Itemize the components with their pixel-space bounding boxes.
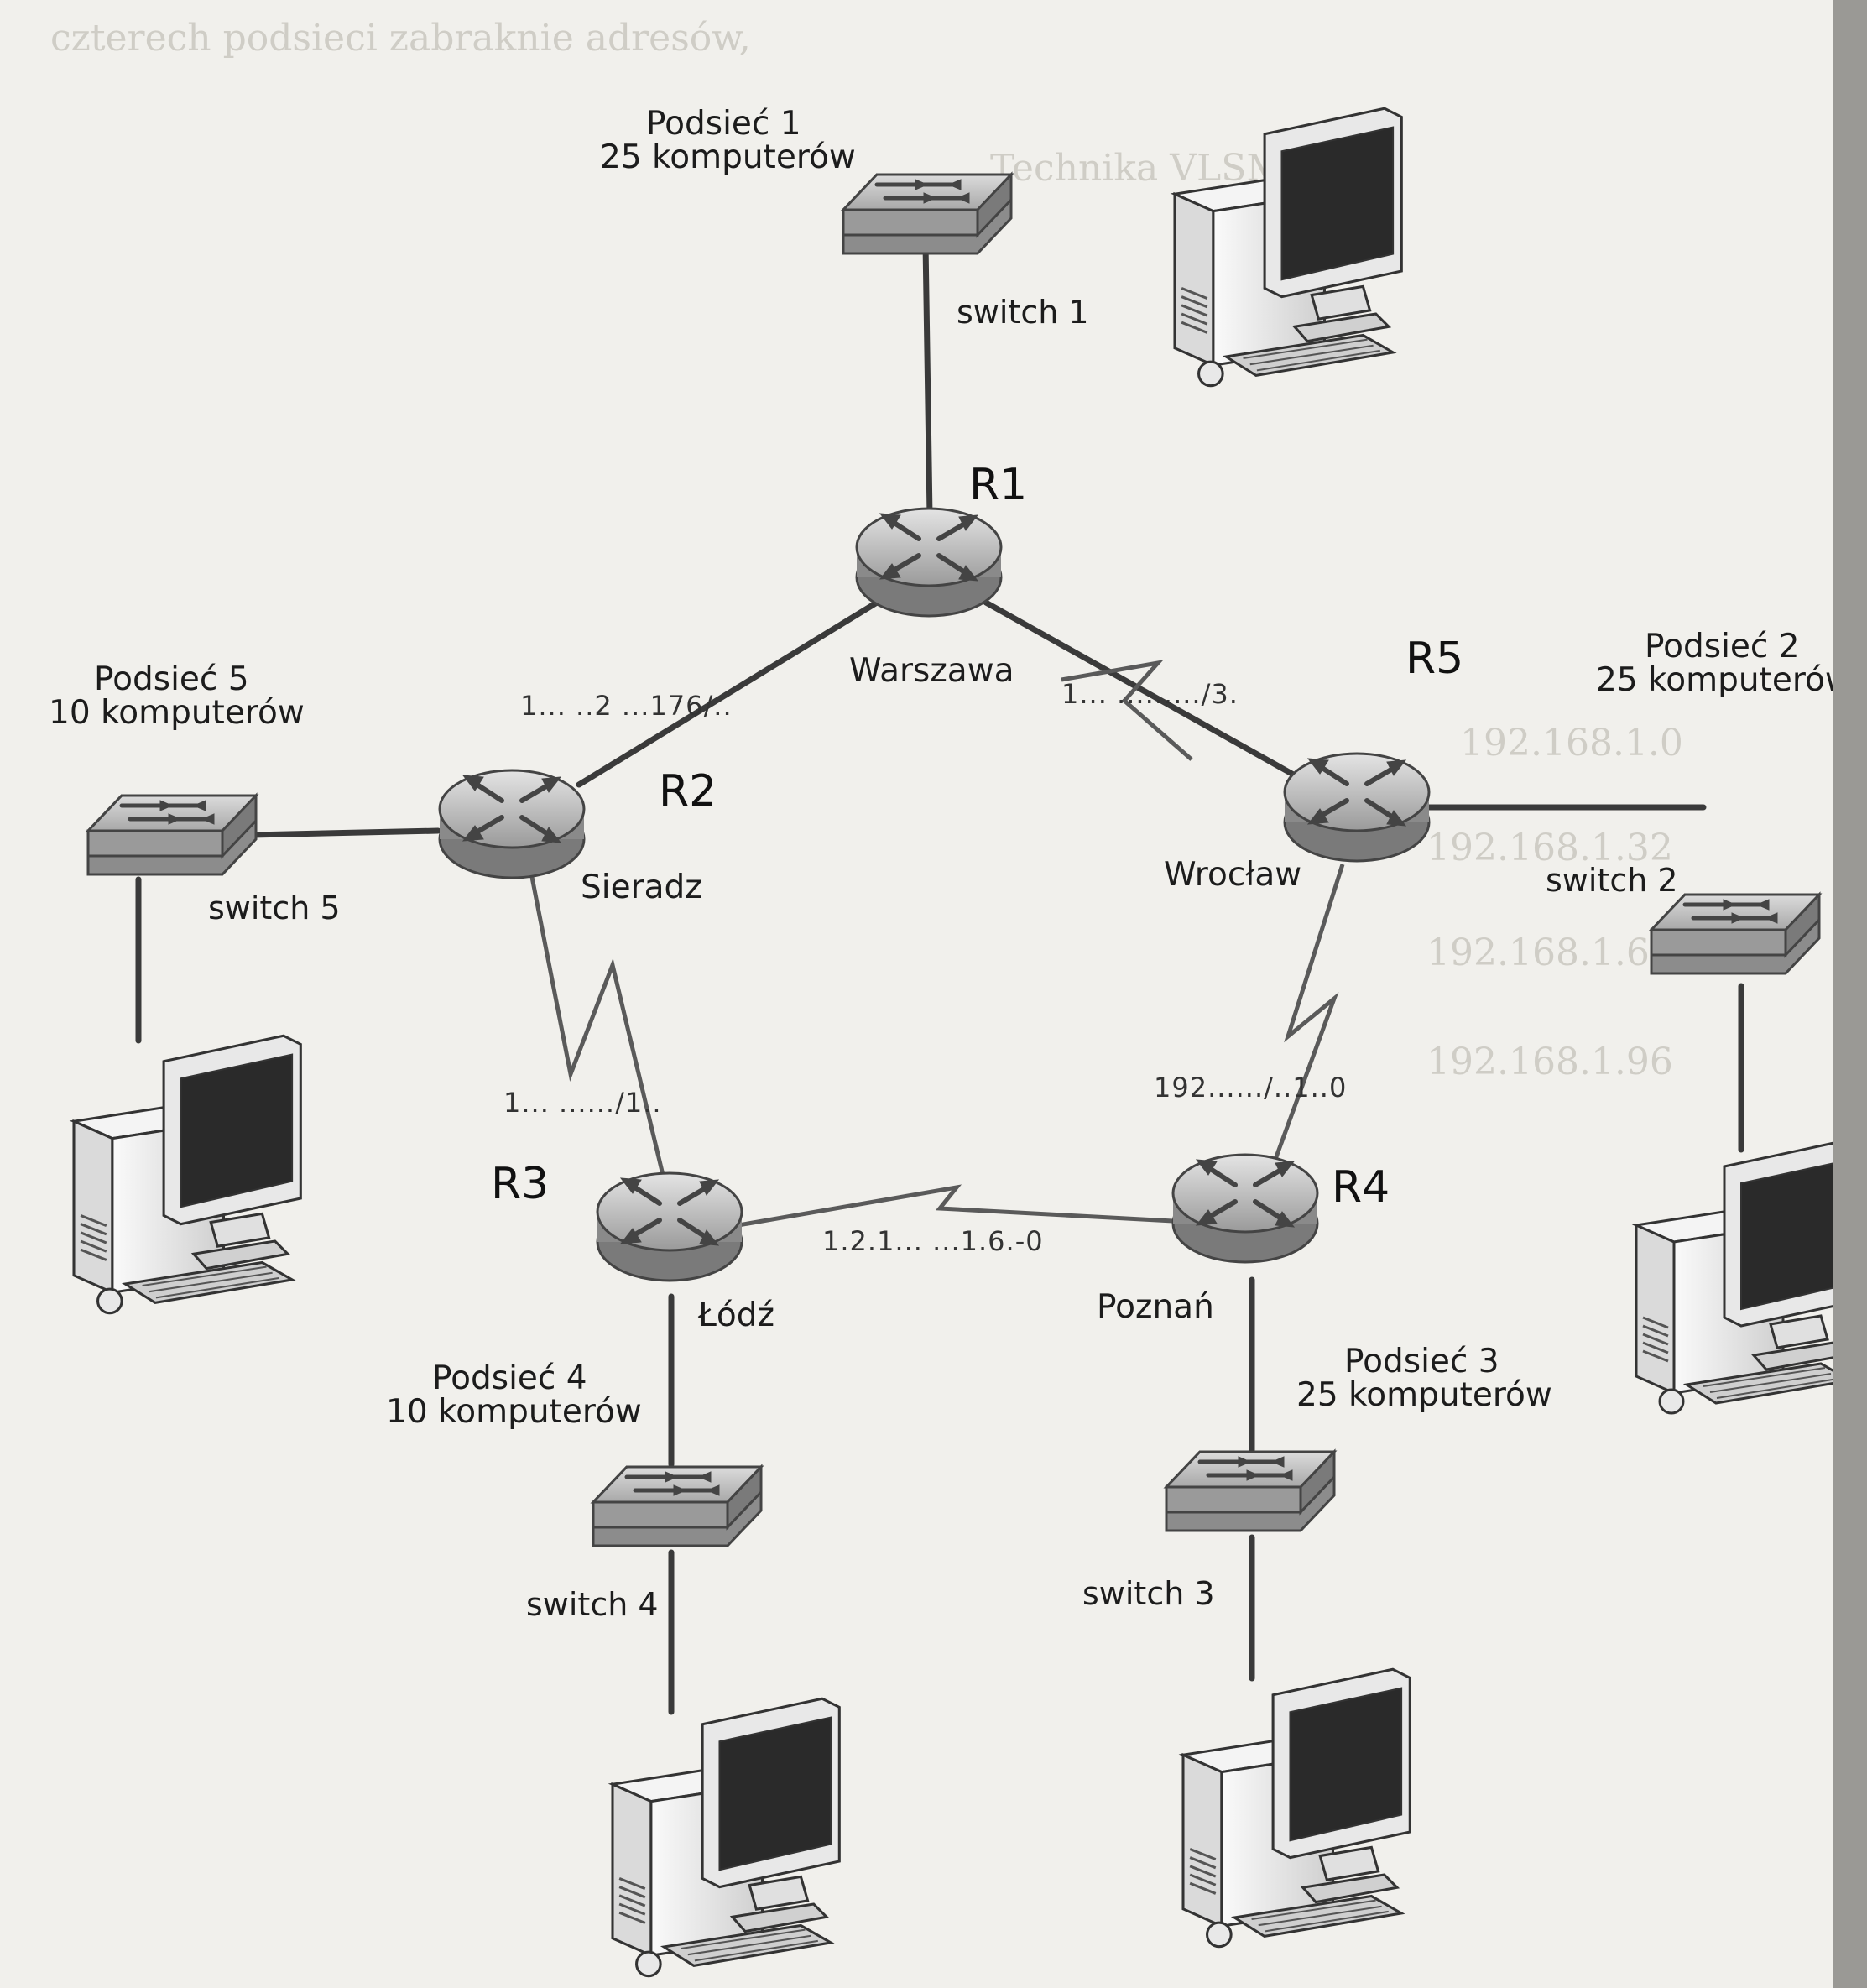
router-city-label: Łódź [697, 1297, 774, 1334]
computer[interactable] [611, 1697, 841, 1978]
router-label: R5 [1405, 634, 1463, 684]
router[interactable] [1285, 754, 1429, 861]
background-text: czterech podsieci zabraknie adresów, Tec… [50, 17, 1683, 1083]
background-text-line: 192.168.1.0 [1460, 722, 1683, 764]
router-label: R4 [1332, 1162, 1390, 1213]
computer[interactable] [72, 1034, 302, 1315]
background-text-line: 192.168.1.96 [1426, 1041, 1673, 1083]
link-r1-r2 [576, 599, 880, 788]
switch[interactable] [1166, 1452, 1334, 1531]
router-label: R3 [491, 1159, 549, 1209]
switch[interactable] [843, 175, 1011, 253]
subnet-name: Podsieć 3 [1344, 1343, 1499, 1380]
computer[interactable] [1635, 1140, 1860, 1415]
switch-label: switch 4 [526, 1586, 659, 1623]
switch[interactable] [88, 796, 256, 874]
link-address: 1.2.1... ...1.6.-0 [822, 1225, 1044, 1257]
scan-edge-shadow [1833, 0, 1867, 1988]
background-text-line: 192.168.1.64 [1426, 931, 1673, 974]
background-text-line: 192.168.1.32 [1426, 827, 1673, 869]
switch[interactable] [1651, 895, 1819, 973]
router[interactable] [1173, 1155, 1317, 1262]
router[interactable] [857, 509, 1001, 616]
router[interactable] [440, 770, 584, 878]
router-label: R2 [659, 766, 717, 817]
subnet-name: Podsieć 5 [94, 660, 249, 698]
switch-label: switch 3 [1082, 1575, 1215, 1612]
switch-label: switch 2 [1546, 862, 1678, 899]
switch[interactable] [593, 1467, 761, 1546]
router-city-label: Poznań [1097, 1288, 1214, 1326]
subnet-hosts: 10 komputerów [386, 1393, 642, 1431]
background-text-line: czterech podsieci zabraknie adresów, [50, 17, 751, 60]
serial-link-r5-r4 [1269, 864, 1345, 1171]
router-city-label: Warszawa [849, 652, 1014, 690]
background-text-line: Technika VLSM [990, 147, 1284, 190]
link-switch5-r2 [248, 827, 441, 838]
connections [135, 240, 1744, 1715]
switch-label: switch 5 [208, 890, 341, 926]
link-address: 192....../..1..0 [1154, 1072, 1347, 1104]
router-city-label: Wrocław [1164, 856, 1301, 894]
subnet-name: Podsieć 2 [1645, 628, 1800, 665]
subnet-hosts: 10 komputerów [49, 694, 305, 732]
serial-link-r1-r5 [1061, 660, 1193, 761]
router-city-label: Sieradz [581, 869, 702, 906]
subnet-name: Podsieć 1 [646, 105, 801, 143]
router[interactable] [597, 1173, 742, 1281]
subnet-hosts: 25 komputerów [1296, 1376, 1552, 1414]
router-label: R1 [969, 460, 1027, 510]
subnet-name: Podsieć 4 [432, 1359, 587, 1397]
switch-label: switch 1 [957, 294, 1089, 331]
link-r1-r5 [983, 599, 1300, 780]
link-address: 1... ..2 ...176/.. [520, 690, 733, 722]
link-switch1-r1 [922, 240, 933, 519]
computer[interactable] [1181, 1667, 1411, 1949]
link-address: 1... ........./3. [1061, 678, 1239, 710]
subnet-hosts: 25 komputerów [1596, 661, 1852, 699]
serial-link-r3-r4 [738, 1184, 1174, 1228]
serial-link-r2-r3 [528, 868, 665, 1176]
link-address: 1... ....../1.. [503, 1087, 662, 1119]
subnet-hosts: 25 komputerów [600, 138, 856, 176]
